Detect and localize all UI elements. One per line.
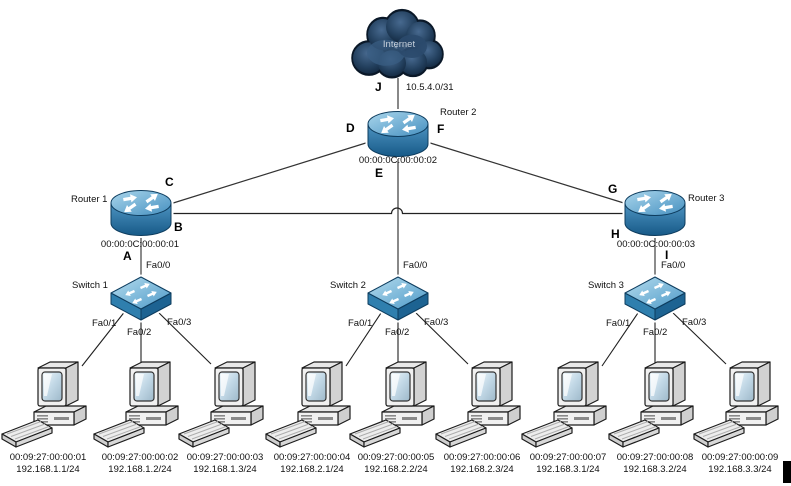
switch2-uplink-port-label: Fa0/0 bbox=[403, 260, 428, 271]
switch1-uplink-port-label: Fa0/0 bbox=[146, 260, 171, 271]
wan-network-label: 10.5.4.0/31 bbox=[406, 82, 454, 93]
pc1-ip: 192.168.1.1/24 bbox=[16, 464, 80, 475]
router3-name: Router 3 bbox=[688, 193, 725, 204]
switch1-port1-label: Fa0/1 bbox=[92, 318, 117, 329]
pc7-mac: 00:09:27:00:00:07 bbox=[529, 452, 607, 463]
pc8-mac: 00:09:27:00:00:08 bbox=[616, 452, 694, 463]
pc5-icon bbox=[349, 361, 435, 448]
point-label-c: C bbox=[165, 175, 174, 189]
switch1-icon bbox=[111, 277, 171, 320]
switch2-port1-label: Fa0/1 bbox=[348, 318, 373, 329]
link-router1-router2 bbox=[169, 141, 370, 205]
switch1-name: Switch 1 bbox=[72, 280, 108, 291]
switch3-port1-label: Fa0/1 bbox=[606, 318, 631, 329]
link-switch2-pc6 bbox=[412, 309, 469, 365]
router1-icon bbox=[111, 191, 171, 236]
point-label-a: A bbox=[123, 249, 132, 263]
point-label-f: F bbox=[437, 122, 445, 136]
link-switch3-pc7 bbox=[601, 309, 641, 367]
point-label-g: G bbox=[608, 182, 618, 196]
router1-mac: 00:00:0C:00:00:01 bbox=[100, 239, 180, 250]
pc8-ip: 192.168.3.2/24 bbox=[623, 464, 687, 475]
pc9-ip: 192.168.3.3/24 bbox=[708, 464, 772, 475]
pc5-mac: 00:09:27:00:00:05 bbox=[357, 452, 435, 463]
pc9-mac: 00:09:27:00:00:09 bbox=[701, 452, 779, 463]
switch2-name: Switch 2 bbox=[330, 280, 366, 291]
switch2-icon bbox=[368, 277, 428, 320]
switch2-port2-label: Fa0/2 bbox=[385, 327, 410, 338]
point-label-d: D bbox=[346, 121, 355, 135]
pc3-mac: 00:09:27:00:00:03 bbox=[186, 452, 264, 463]
pc2-icon bbox=[93, 361, 179, 448]
pc6-mac: 00:09:27:00:00:06 bbox=[443, 452, 521, 463]
internet-label: Internet bbox=[382, 39, 416, 50]
switch1-port3-label: Fa0/3 bbox=[167, 317, 192, 328]
pc3-ip: 192.168.1.3/24 bbox=[193, 464, 257, 475]
switch3-port2-label: Fa0/2 bbox=[643, 327, 668, 338]
link-switch1-pc1 bbox=[81, 309, 127, 367]
router1-name: Router 1 bbox=[71, 194, 108, 205]
router2-name: Router 2 bbox=[440, 107, 477, 118]
pc5-ip: 192.168.2.2/24 bbox=[364, 464, 428, 475]
point-label-e: E bbox=[375, 166, 384, 180]
pc4-icon bbox=[265, 361, 351, 448]
pc8-icon bbox=[608, 361, 694, 448]
pc6-ip: 192.168.2.3/24 bbox=[450, 464, 514, 475]
switch3-icon bbox=[625, 277, 685, 320]
pc4-mac: 00:09:27:00:00:04 bbox=[273, 452, 351, 463]
switch2-port3-label: Fa0/3 bbox=[424, 317, 449, 328]
router3-mac: 00:00:0C:00:00:03 bbox=[616, 239, 696, 250]
switch3-port3-label: Fa0/3 bbox=[682, 317, 707, 328]
pc2-ip: 192.168.1.2/24 bbox=[108, 464, 172, 475]
router2-mac: 00:00:0C:00:00:02 bbox=[358, 155, 438, 166]
point-label-i: I bbox=[665, 248, 669, 262]
router2-icon bbox=[368, 112, 428, 157]
pc7-icon bbox=[521, 361, 607, 448]
pc1-mac: 00:09:27:00:00:01 bbox=[9, 452, 87, 463]
switch1-port2-label: Fa0/2 bbox=[127, 327, 152, 338]
pc1-icon bbox=[1, 361, 87, 448]
point-label-j: J bbox=[375, 80, 382, 94]
link-router2-router3 bbox=[426, 141, 628, 205]
pc4-ip: 192.168.2.1/24 bbox=[280, 464, 344, 475]
screen-edge-artifact bbox=[783, 461, 791, 483]
link-router1-router3 bbox=[171, 207, 625, 215]
point-label-h: H bbox=[611, 227, 620, 241]
pc6-icon bbox=[435, 361, 521, 448]
router3-icon bbox=[625, 191, 685, 236]
link-switch2-pc4 bbox=[345, 309, 384, 367]
point-label-b: B bbox=[174, 220, 183, 234]
switch3-name: Switch 3 bbox=[588, 280, 624, 291]
pc2-mac: 00:09:27:00:00:02 bbox=[101, 452, 179, 463]
link-switch3-pc9 bbox=[669, 309, 727, 365]
pc7-ip: 192.168.3.1/24 bbox=[536, 464, 600, 475]
pc3-icon bbox=[178, 361, 264, 448]
pc9-icon bbox=[693, 361, 779, 448]
switch3-uplink-port-label: Fa0/0 bbox=[661, 260, 686, 271]
link-switch1-pc3 bbox=[155, 309, 212, 365]
